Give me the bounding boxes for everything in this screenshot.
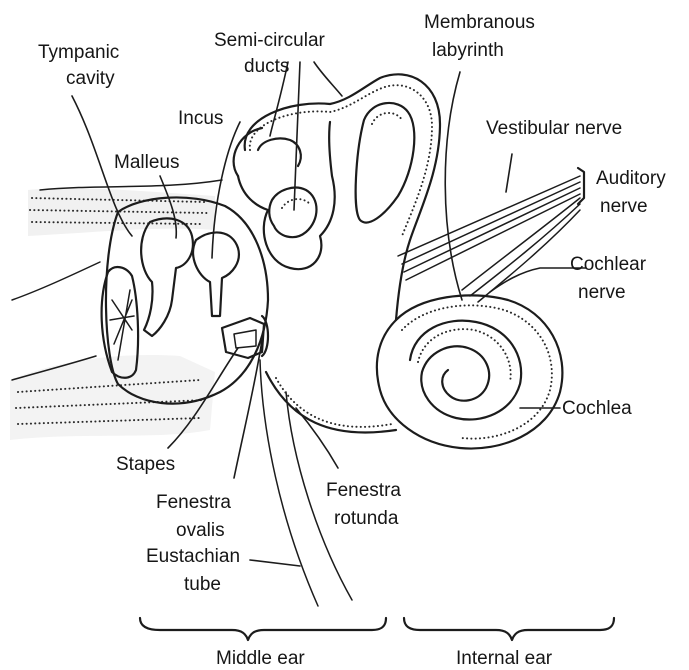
label-fenestra-rotunda: Fenestra rotunda <box>326 480 406 529</box>
label-tympanic-cavity: Tympanic cavity <box>38 42 125 89</box>
label-membranous-labyrinth: Membranous labyrinth <box>424 12 540 61</box>
label-stapes: Stapes <box>116 454 175 475</box>
ear-canal-outline <box>12 262 100 300</box>
label-malleus: Malleus <box>114 152 179 173</box>
internal-ear-brace <box>404 618 614 640</box>
label-eustachian-tube: Eustachian tube <box>146 546 245 595</box>
temporal-bone-stipple <box>28 188 215 236</box>
label-semicircular-ducts: Semi-circular ducts <box>214 30 330 77</box>
cochlear-nerve-fibers <box>462 198 580 302</box>
cochlea <box>377 295 563 448</box>
incus <box>193 232 239 316</box>
round-window-stipple <box>276 378 392 427</box>
label-cochlear-nerve: Cochlear nerve <box>570 254 651 303</box>
middle-ear-brace <box>140 618 386 640</box>
label-fenestra-ovalis: Fenestra ovalis <box>156 492 236 541</box>
label-incus: Incus <box>178 108 223 129</box>
malleus <box>141 218 193 336</box>
eustachian-tube-wall-1 <box>260 360 318 606</box>
label-auditory-nerve: Auditory nerve <box>596 168 671 217</box>
label-vestibular-nerve: Vestibular nerve <box>486 118 622 139</box>
stapes <box>222 318 264 358</box>
label-cochlea: Cochlea <box>562 398 632 419</box>
temporal-ridge <box>40 180 222 190</box>
label-middle-ear: Middle ear <box>216 648 305 669</box>
semicircular-ducts <box>234 74 440 320</box>
label-internal-ear: Internal ear <box>456 648 553 669</box>
